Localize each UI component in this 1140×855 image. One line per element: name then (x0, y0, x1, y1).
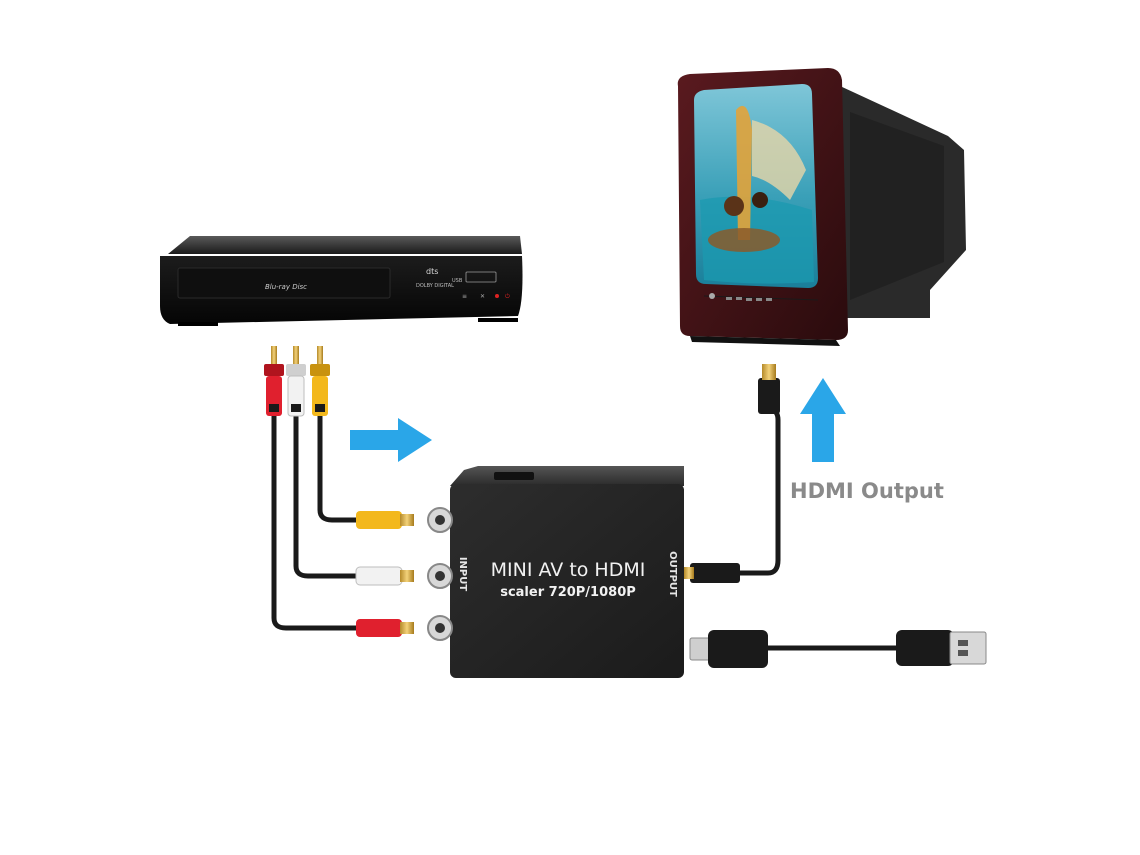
converter-body (450, 484, 684, 678)
white-rca-cable (293, 409, 363, 579)
hdmi-cable (684, 364, 781, 583)
hdmi-output-callout: HDMI Output (790, 479, 944, 503)
power-button-icon[interactable]: ⏻ (505, 293, 510, 300)
arrow-right-icon (350, 418, 432, 462)
player-top (168, 236, 522, 254)
disc-tray (177, 267, 391, 299)
usb-a-housing (896, 630, 954, 666)
player-foot-left (178, 322, 218, 326)
usb-a-plug (949, 631, 987, 665)
tv-power-button-icon[interactable] (709, 293, 715, 299)
player-foot-right (478, 318, 518, 322)
rca-cables (271, 409, 363, 631)
hdmi-plug-converter (690, 563, 740, 583)
av-to-hdmi-converter: INPUT OUTPUT MINI AV to HDMI scaler 720P… (427, 466, 684, 678)
yellow-rca-cable (317, 409, 363, 523)
rca-plug-red-top (264, 346, 284, 416)
rca-plug-white-top (286, 346, 306, 417)
rca-plug-yellow-input (356, 511, 414, 529)
dolby-badge: DOLBY DIGITAL (416, 283, 454, 289)
crt-television (677, 68, 966, 346)
eject-button-icon[interactable]: ≡ (462, 293, 467, 300)
input-label: INPUT (457, 557, 468, 592)
stop-button-icon[interactable]: ✕ (480, 293, 485, 300)
hdmi-plug-tv (758, 378, 780, 414)
rca-plug-yellow-top (310, 346, 330, 416)
rca-plug-red-input (356, 619, 414, 637)
bluray-disc-logo: Blu-ray Disc (265, 283, 307, 291)
converter-subtitle: scaler 720P/1080P (500, 585, 636, 600)
power-led-icon (495, 294, 499, 298)
usb-power-cable (689, 630, 987, 668)
converter-vent (494, 472, 534, 480)
red-rca-cable (271, 409, 363, 631)
tv-stand (690, 336, 840, 346)
bluray-player: Blu-ray Disc dts DOLBY DIGITAL USB ≡ ✕ ⏻ (160, 236, 523, 326)
dts-badge: dts (426, 267, 438, 276)
micro-usb-housing (708, 630, 768, 668)
output-label: OUTPUT (667, 551, 678, 597)
rca-input-jacks (427, 507, 453, 641)
usb-badge: USB (452, 278, 463, 284)
arrow-up-icon (800, 378, 846, 462)
rca-plug-white-input (355, 566, 414, 586)
converter-title: MINI AV to HDMI (491, 559, 646, 581)
converter-top (450, 466, 684, 486)
usb-port (465, 271, 497, 283)
